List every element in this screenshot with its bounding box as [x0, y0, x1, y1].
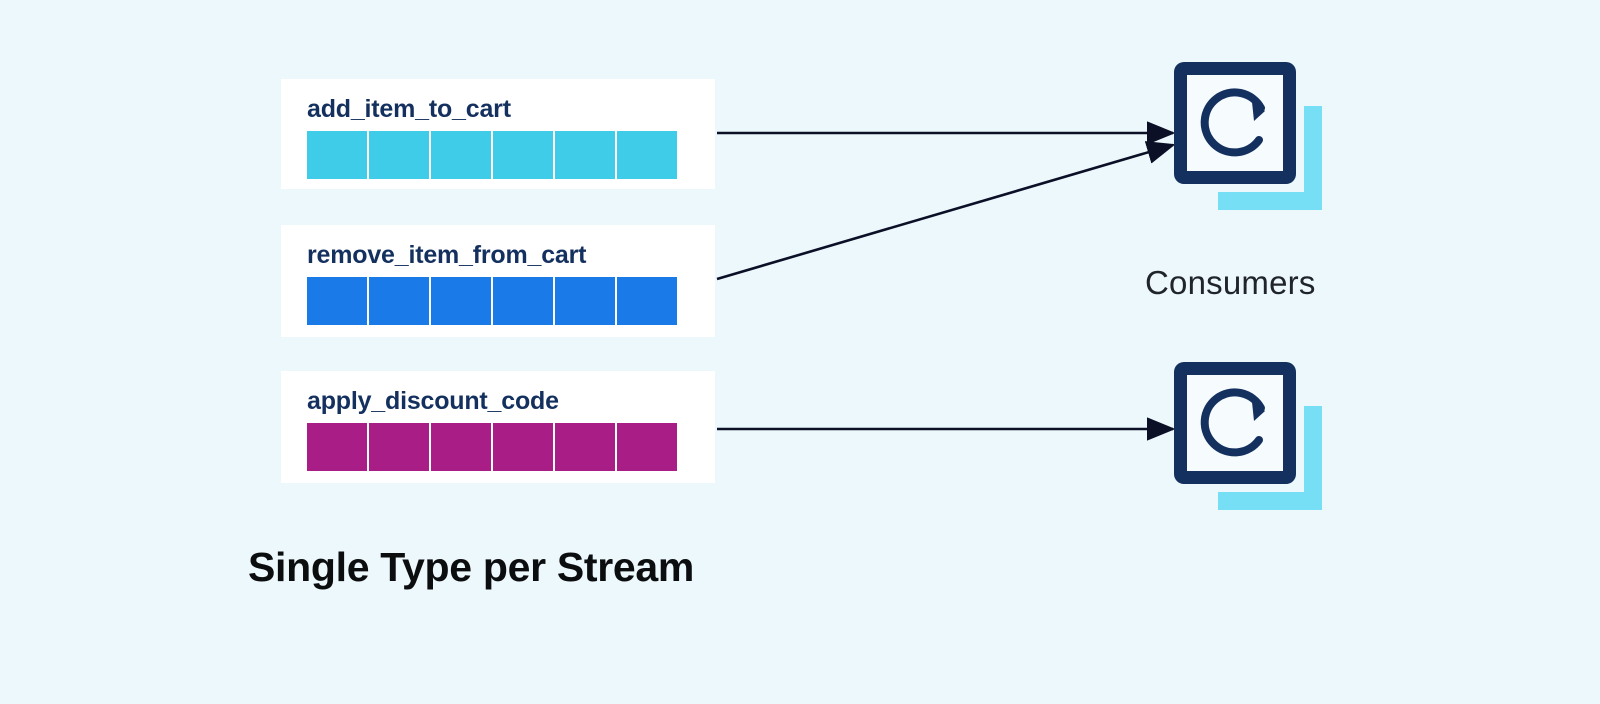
stream-segment: [617, 131, 677, 179]
consumer-shadow-accent: [1218, 406, 1322, 510]
consumer-shadow-accent: [1218, 106, 1322, 210]
stream-segment: [369, 277, 429, 325]
stream-segment: [369, 423, 429, 471]
stream-segments: [307, 131, 677, 179]
stream-segment: [307, 131, 367, 179]
stream-segments: [307, 423, 677, 471]
stream-segment: [431, 277, 491, 325]
consumer-box: [1174, 362, 1296, 484]
stream-label: apply_discount_code: [307, 387, 559, 415]
stream-segment: [431, 423, 491, 471]
stream-segment: [617, 277, 677, 325]
stream-segment: [555, 277, 615, 325]
refresh-loop-icon: [1200, 88, 1265, 157]
consumers-label: Consumers: [1145, 264, 1316, 301]
stream-label: add_item_to_cart: [307, 95, 511, 123]
stream-segment: [307, 423, 367, 471]
stream-segment: [431, 131, 491, 179]
stream-card-add-item-to-cart[interactable]: add_item_to_cart: [281, 79, 715, 189]
stream-segment: [493, 423, 553, 471]
page-title: Single Type per Stream: [248, 544, 695, 590]
stream-segment: [617, 423, 677, 471]
connector-remove-item-to-consumer-top: [716, 141, 1176, 281]
stream-segment: [307, 277, 367, 325]
stream-label: remove_item_from_cart: [307, 241, 587, 269]
stream-segment: [555, 423, 615, 471]
stream-card-apply-discount-code[interactable]: apply_discount_code: [281, 371, 715, 483]
stream-segment: [369, 131, 429, 179]
stream-segment: [493, 277, 553, 325]
refresh-loop-icon: [1200, 388, 1265, 457]
stream-segment: [493, 131, 553, 179]
consumer-node-top[interactable]: [1174, 62, 1322, 210]
consumer-node-bottom[interactable]: [1174, 362, 1322, 510]
consumer-box: [1174, 62, 1296, 184]
stream-card-remove-item-from-cart[interactable]: remove_item_from_cart: [281, 225, 715, 337]
stream-segment: [555, 131, 615, 179]
stream-segments: [307, 277, 677, 325]
